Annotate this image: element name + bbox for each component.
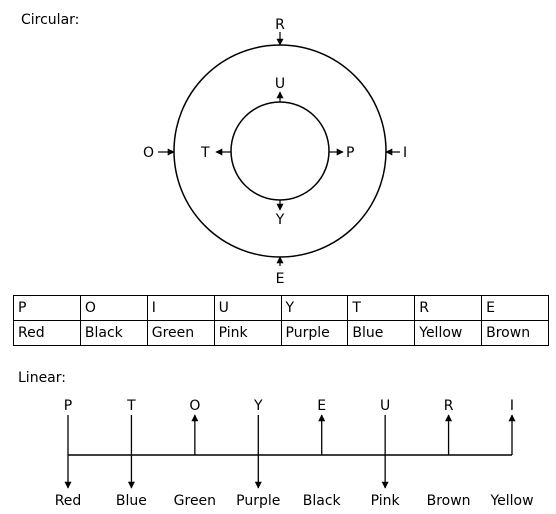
- table-cell-letter: R: [414, 295, 483, 321]
- linear-person-letter: U: [380, 398, 390, 414]
- linear-person-letter: I: [510, 398, 514, 414]
- linear-person-letter: O: [189, 398, 200, 414]
- outer-top-letter: R: [275, 17, 285, 33]
- linear-person-color: Green: [174, 493, 216, 509]
- letter-row: P O I U Y T R E: [13, 295, 549, 321]
- linear-person-color: Pink: [371, 493, 401, 509]
- color-row: Red Black Green Pink Purple Blue Yellow …: [13, 320, 549, 346]
- linear-person-color: Blue: [116, 493, 147, 509]
- outer-right-letter: I: [403, 145, 407, 161]
- table-cell-letter: O: [79, 295, 148, 321]
- outer-left-letter: O: [143, 145, 154, 161]
- table-cell-letter: U: [213, 295, 282, 321]
- linear-person-letter: E: [317, 398, 326, 414]
- linear-person-letter: T: [126, 398, 136, 414]
- table-cell-color: Blue: [347, 320, 416, 346]
- table-cell-color: Pink: [213, 320, 282, 346]
- table-cell-color: Black: [79, 320, 148, 346]
- table-cell-color: Brown: [481, 320, 549, 346]
- linear-person-color: Purple: [236, 493, 280, 509]
- table-cell-letter: Y: [280, 295, 349, 321]
- inner-top-letter: U: [275, 76, 285, 92]
- linear-person-letter: P: [64, 398, 72, 414]
- linear-person-letter: Y: [253, 398, 263, 414]
- linear-person-color: Yellow: [489, 493, 533, 509]
- table-cell-color: Red: [13, 320, 81, 346]
- letter-color-table: P O I U Y T R E Red Black Green Pink Pur…: [13, 295, 549, 346]
- inner-circle: [230, 101, 330, 201]
- table-cell-color: Purple: [280, 320, 349, 346]
- linear-person-color: Black: [303, 493, 342, 509]
- linear-person-color: Brown: [427, 493, 471, 509]
- linear-person-letter: R: [444, 398, 454, 414]
- inner-left-letter: T: [200, 145, 210, 161]
- table-cell-letter: T: [347, 295, 416, 321]
- circular-arrangement-diagram: R I E O U P Y T: [143, 17, 407, 287]
- inner-right-letter: P: [346, 145, 354, 161]
- table-cell-letter: E: [481, 295, 549, 321]
- linear-person-color: Red: [55, 493, 82, 509]
- inner-bottom-letter: Y: [275, 212, 285, 228]
- circular-section-label: Circular:: [21, 12, 80, 28]
- table-cell-letter: I: [146, 295, 215, 321]
- table-cell-color: Yellow: [414, 320, 483, 346]
- table-cell-letter: P: [13, 295, 81, 321]
- linear-section-label: Linear:: [18, 370, 66, 386]
- outer-bottom-letter: E: [276, 271, 285, 287]
- table-cell-color: Green: [146, 320, 215, 346]
- linear-arrangement-diagram: P Red T Blue O Green Y Purple E Black U Pink R Brown I…: [55, 398, 534, 509]
